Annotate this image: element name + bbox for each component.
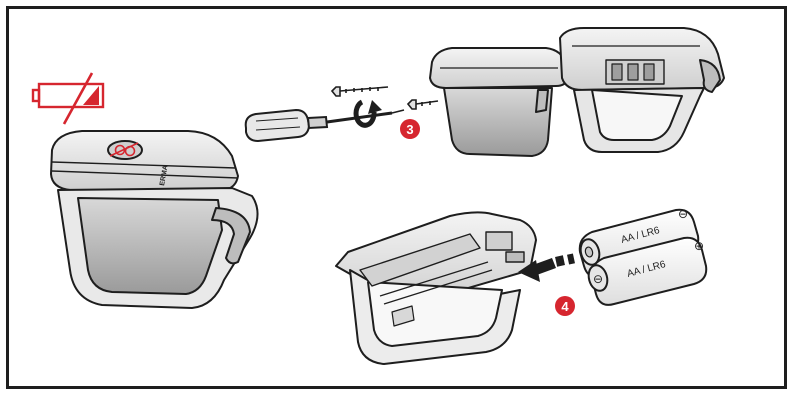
battery-b-plus-symbol: ⊕ [694, 239, 704, 253]
battery-b-minus-symbol: ⊖ [593, 272, 603, 286]
open-housing [559, 27, 725, 153]
device-brand-text: ERMA [159, 165, 169, 187]
battery-a-minus-symbol: ⊖ [678, 207, 688, 221]
low-battery-icon [31, 72, 105, 125]
step-3-label: 3 [406, 122, 413, 137]
closed-device [50, 130, 259, 309]
step-4-label: 4 [561, 299, 569, 314]
illustration-frame [6, 6, 787, 389]
screwdriver-icon [244, 108, 405, 143]
insert-arrow-icon [518, 253, 575, 282]
step-3-badge: 3 [400, 119, 420, 139]
screw-top [330, 86, 389, 97]
battery-compartment-housing [335, 211, 537, 365]
exploded-front-cover [429, 47, 569, 157]
battery-b: ⊖ [587, 236, 708, 306]
screw-bottom [406, 99, 439, 110]
step-4-badge: 4 [555, 296, 575, 316]
rotate-arrow-icon [353, 99, 382, 128]
